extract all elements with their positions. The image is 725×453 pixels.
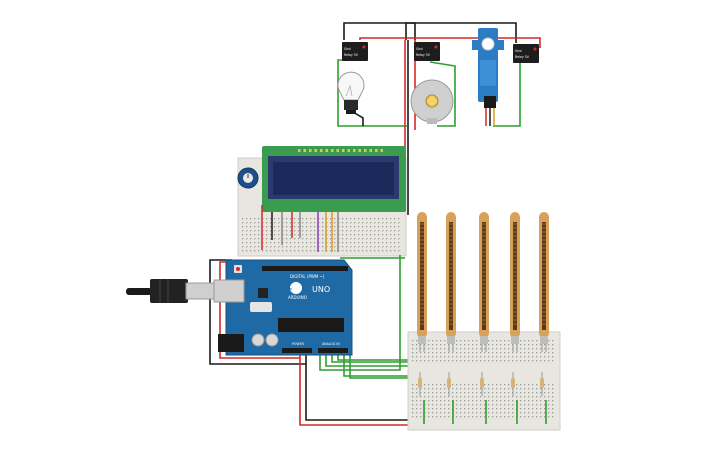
lcd-jumpers xyxy=(261,205,339,252)
flex-sensor[interactable] xyxy=(510,212,520,352)
analog-label: ANALOG IN xyxy=(322,342,340,346)
microcontroller-chip xyxy=(278,318,344,332)
arduino-model: UNO xyxy=(312,285,330,294)
potentiometer[interactable] xyxy=(237,167,259,189)
digital-label: DIGITAL (PWM ~) xyxy=(290,274,325,279)
relay-module-2[interactable]: Sirui Relay 5V xyxy=(414,42,440,61)
arduino-logo-icon xyxy=(290,282,302,294)
flex-sensor[interactable] xyxy=(446,212,456,352)
relay-brand-label: Sirui xyxy=(416,47,423,51)
relay-terminal-icon xyxy=(362,45,366,49)
resistor[interactable] xyxy=(480,372,487,424)
relay-module-1[interactable]: Sirui Relay 5V xyxy=(342,42,368,61)
relay-model-label: Relay 5V xyxy=(515,55,530,59)
servo-motor[interactable] xyxy=(472,28,504,126)
relay-terminal-icon xyxy=(533,47,537,51)
digital-header xyxy=(262,266,348,271)
arduino-wiring xyxy=(209,255,545,426)
resistor[interactable] xyxy=(511,372,518,424)
power-jack-icon xyxy=(218,334,244,352)
lcd-display[interactable] xyxy=(262,146,406,212)
light-bulb[interactable] xyxy=(337,71,365,114)
relay-brand-label: Sirui xyxy=(515,49,522,53)
usb-port-icon xyxy=(213,279,245,303)
flex-sensor[interactable] xyxy=(417,212,427,352)
analog-header xyxy=(318,348,348,353)
bulb-filament-icon xyxy=(345,84,353,97)
resistor[interactable] xyxy=(418,372,425,424)
relay-model-label: Relay 5V xyxy=(416,53,431,57)
relay-model-label: Relay 5V xyxy=(344,53,359,57)
flex-sensors xyxy=(417,212,549,352)
power-label: POWER xyxy=(292,342,305,346)
arduino-brand: ARDUINO xyxy=(288,295,307,300)
arduino-uno[interactable]: DIGITAL (PWM ~) ∞ ARDUINO UNO POWER ANAL… xyxy=(213,259,353,356)
relay-module-3[interactable]: Sirui Relay 5V xyxy=(513,44,539,63)
lcd-screen xyxy=(273,162,394,195)
flex-sensor[interactable] xyxy=(539,212,549,352)
dc-motor[interactable] xyxy=(410,79,454,124)
lcd-pin-header xyxy=(298,149,383,152)
usb-cable xyxy=(126,279,217,303)
resistor[interactable] xyxy=(540,372,547,424)
flex-sensor[interactable] xyxy=(479,212,489,352)
relay-terminal-icon xyxy=(434,45,438,49)
resistors xyxy=(418,372,547,424)
resistor[interactable] xyxy=(447,372,454,424)
relay-brand-label: Sirui xyxy=(344,47,351,51)
svg-text:∞: ∞ xyxy=(289,286,292,291)
power-header xyxy=(282,348,312,353)
